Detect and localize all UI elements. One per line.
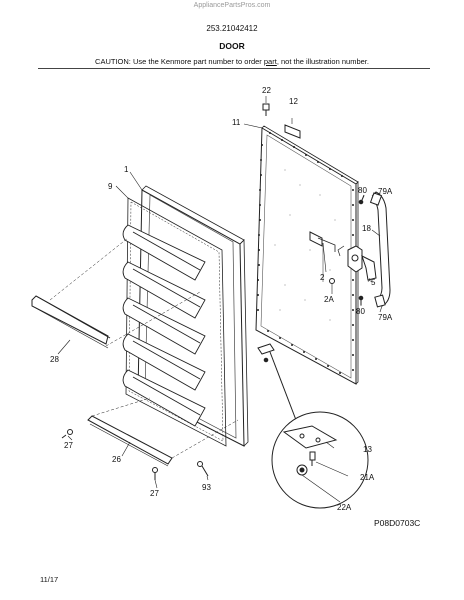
callout-79a-bottom: 79A [378, 313, 393, 322]
caution-part-link[interactable]: part [263, 57, 277, 66]
callout-79a-top: 79A [378, 187, 393, 196]
hinge-plate-13 [282, 425, 338, 449]
callout-93: 93 [202, 483, 211, 492]
lock-assembly [309, 231, 377, 284]
callout-18: 18 [362, 224, 371, 233]
callout-1: 1 [124, 165, 129, 174]
callout-9: 9 [108, 182, 113, 191]
bottom-rail-26 [87, 415, 173, 465]
callout-labels: 22 12 11 1 9 80 79A 18 2 5 2A 80 79A 28 … [50, 86, 393, 512]
callout-12: 12 [289, 97, 298, 106]
hinge-bushing-22A [296, 464, 308, 476]
model-number: 253.21042412 [206, 24, 258, 33]
callout-27-bottom: 27 [150, 489, 159, 498]
illustration-reference: P08D0703C [374, 518, 421, 528]
callout-80-top: 80 [358, 186, 367, 195]
door-shelves [122, 224, 206, 427]
callout-26: 26 [112, 455, 121, 464]
callout-5: 5 [371, 278, 376, 287]
callout-2: 2 [320, 273, 325, 282]
callout-22: 22 [262, 86, 271, 95]
callout-2a: 2A [324, 295, 334, 304]
screw-27-left [61, 429, 73, 439]
label-plate [284, 124, 301, 139]
section-title: DOOR [219, 41, 245, 51]
hinge-detail-circle [271, 411, 369, 509]
callout-22a: 22A [337, 503, 352, 512]
shelf-rail-28 [31, 295, 109, 345]
callout-leaders [57, 123, 383, 503]
hinge-pin-21A [309, 451, 316, 466]
door-handle [369, 191, 391, 308]
screw-22 [262, 96, 270, 116]
callout-11: 11 [232, 118, 241, 127]
handle-screw-top [358, 194, 365, 205]
callout-80-bottom: 80 [356, 307, 365, 316]
screw-27-bottom [152, 467, 158, 480]
caution-prefix: CAUTION: Use the Kenmore part number to … [95, 57, 264, 66]
callout-21a: 21A [360, 473, 375, 482]
callout-13: 13 [363, 445, 372, 454]
screw-93 [197, 461, 209, 477]
caution-note: CAUTION: Use the Kenmore part number to … [0, 57, 464, 66]
hinge-bracket [257, 343, 275, 363]
header-rule [38, 68, 430, 69]
callout-27-left: 27 [64, 441, 73, 450]
site-watermark: AppliancePartsPros.com [193, 2, 271, 9]
callout-28: 28 [50, 355, 59, 364]
caution-suffix: , not the illustration number. [276, 57, 369, 66]
outer-door-panel [255, 125, 359, 385]
door-gasket [125, 197, 227, 447]
revision-date: 11/17 [40, 575, 59, 584]
